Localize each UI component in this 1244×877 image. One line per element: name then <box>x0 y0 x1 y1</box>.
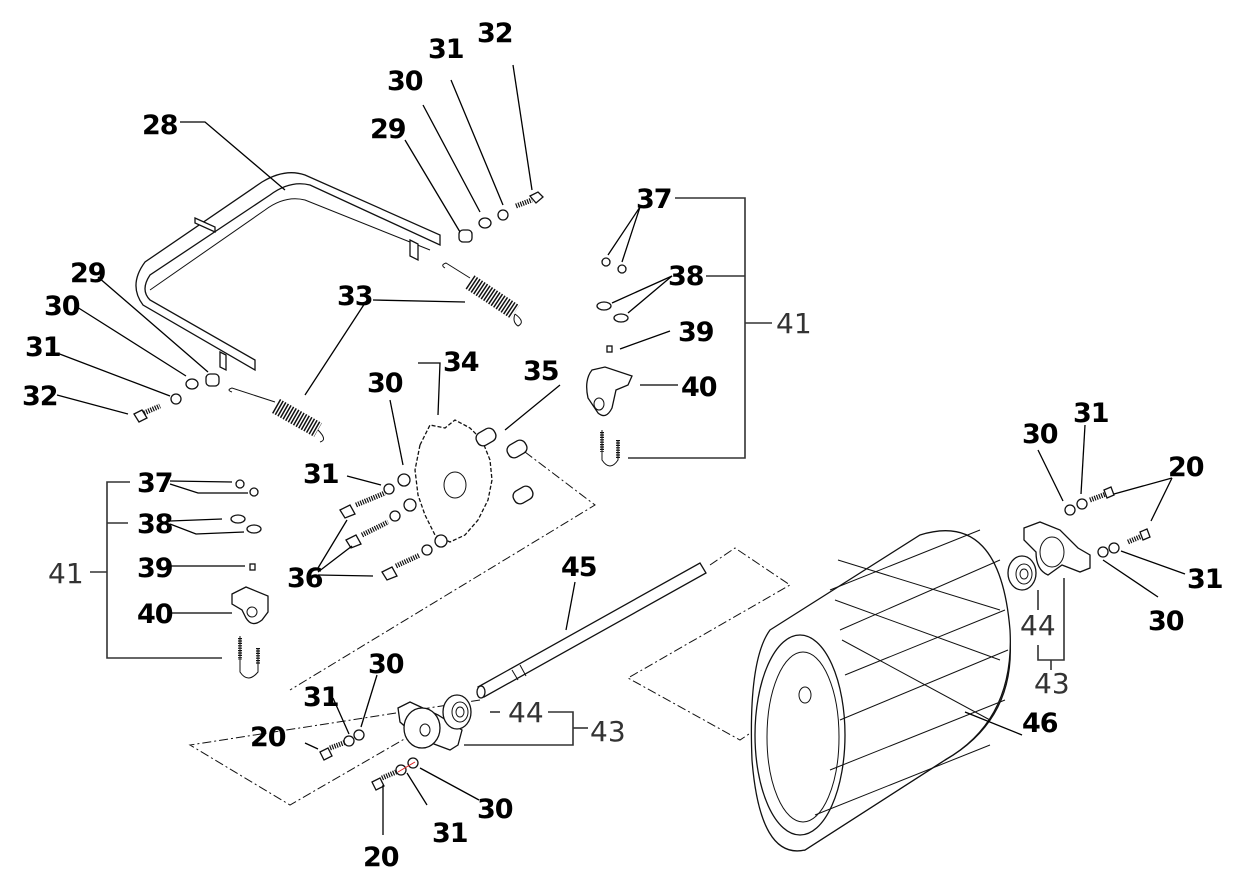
callout-29-left: 29 <box>70 258 106 289</box>
sprocket-bolts-36 <box>339 473 448 581</box>
callout-20-right: 20 <box>1168 452 1204 483</box>
bracket-kit-left <box>230 479 269 679</box>
callout-32-right: 32 <box>477 18 513 49</box>
lockwasher-31-right <box>497 209 509 221</box>
callout-32-left: 32 <box>22 381 58 412</box>
assembly-41-right: 41 <box>776 307 812 340</box>
bearing-hardware-right <box>1064 486 1151 558</box>
callout-31-left-a: 31 <box>303 682 339 713</box>
bolt-32-left <box>133 409 148 423</box>
callout-30-right-a: 30 <box>1022 419 1058 450</box>
bearing-housing-right <box>1023 521 1091 576</box>
callout-38-right: 38 <box>668 261 704 292</box>
callout-38-left: 38 <box>137 509 173 540</box>
callout-36: 36 <box>287 563 323 594</box>
assembly-brackets <box>90 197 1065 746</box>
callout-31-right: 31 <box>428 34 464 65</box>
roller-drum-46 <box>750 529 1011 852</box>
callout-46: 46 <box>1022 708 1058 739</box>
u-bar-frame <box>135 172 441 372</box>
callout-30-left: 30 <box>44 291 80 322</box>
assembly-44-right: 44 <box>1020 609 1056 642</box>
callout-30-right: 30 <box>387 66 423 97</box>
callout-31-sprocket: 31 <box>303 459 339 490</box>
assembly-44-left: 44 <box>508 696 544 729</box>
callout-30-left-b: 30 <box>477 794 513 825</box>
bearing-44-right <box>1007 555 1037 591</box>
callout-37-left: 37 <box>137 468 173 499</box>
bracket-kit-right <box>586 257 633 467</box>
callout-45: 45 <box>561 552 597 583</box>
shaft-45 <box>476 562 707 699</box>
callout-30-right-b: 30 <box>1148 606 1184 637</box>
callout-40-right: 40 <box>681 372 717 403</box>
sprocket-assembly-outline <box>289 451 596 691</box>
callout-30-left-a: 30 <box>368 649 404 680</box>
bearing-44-left <box>442 694 472 730</box>
bearing-hardware-left <box>319 729 419 791</box>
washer-30-left <box>185 378 199 390</box>
spacer-29-left <box>205 373 220 387</box>
callout-28: 28 <box>142 110 178 141</box>
bearing-housing-left <box>397 701 463 751</box>
callout-20-left-a: 20 <box>250 722 286 753</box>
frame-hardware-right <box>458 191 544 243</box>
callout-39-left: 39 <box>137 553 173 584</box>
leader-lines <box>56 64 1186 835</box>
callout-31-left-b: 31 <box>432 818 468 849</box>
callout-29-right: 29 <box>370 114 406 145</box>
spacer-tubes-35 <box>475 427 534 505</box>
assembly-43-left: 43 <box>590 715 626 748</box>
callout-20-left-b: 20 <box>363 842 399 873</box>
callout-34: 34 <box>443 347 479 378</box>
callout-labels: 28 29 30 31 32 29 30 31 32 33 34 35 30 3… <box>22 18 1224 873</box>
callout-40-left: 40 <box>137 599 173 630</box>
callout-37-right: 37 <box>636 184 672 215</box>
spring-33-top <box>442 262 522 327</box>
assembly-43-right: 43 <box>1034 667 1070 700</box>
callout-30-sprocket: 30 <box>367 368 403 399</box>
lockwasher-31-left <box>170 393 182 405</box>
callout-31-right-a: 31 <box>1073 398 1109 429</box>
shaft-outline-right <box>626 547 801 741</box>
callout-31-left: 31 <box>25 332 61 363</box>
callout-33: 33 <box>337 281 373 312</box>
callout-39-right: 39 <box>678 317 714 348</box>
washer-30-right <box>478 217 492 229</box>
callout-35: 35 <box>523 356 559 387</box>
assembly-41-left: 41 <box>48 557 84 590</box>
sprocket-34 <box>414 419 493 543</box>
callout-31-right-b: 31 <box>1187 564 1223 595</box>
spring-33-bottom <box>228 387 324 443</box>
frame-hardware-left <box>133 373 220 423</box>
spacer-29-right <box>458 229 473 243</box>
bolt-32-right <box>528 191 544 204</box>
